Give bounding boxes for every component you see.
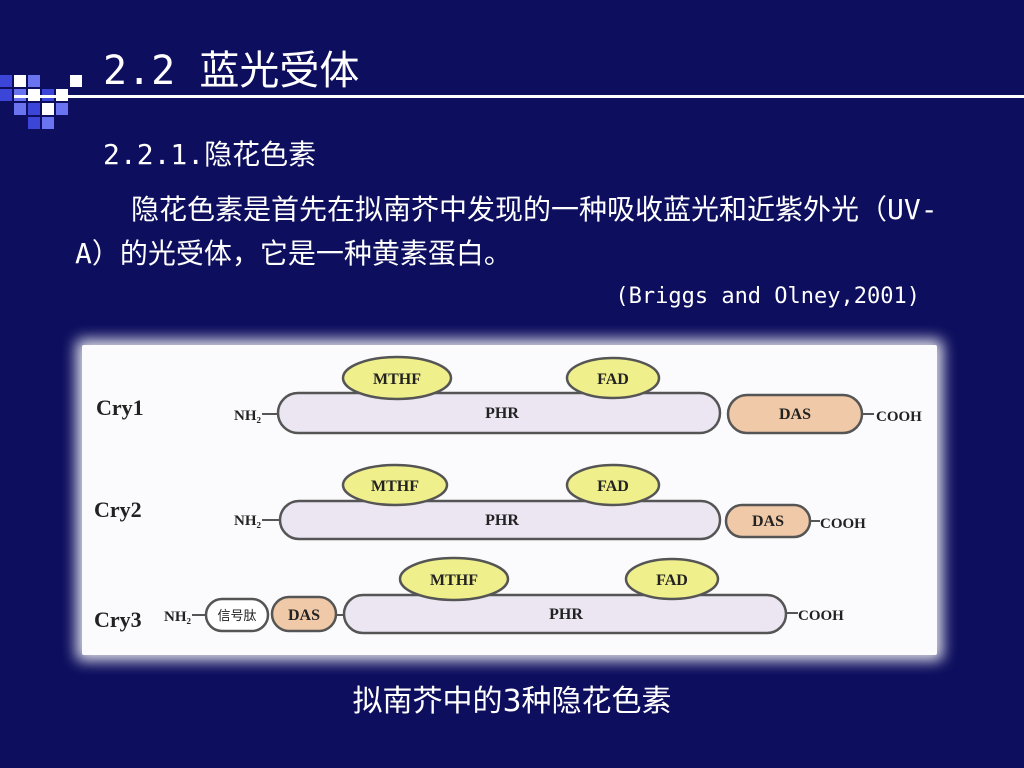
signal-peptide xyxy=(204,597,270,633)
fad-cofactor xyxy=(624,557,720,601)
cry2-row: Cry2 NH₂ PHR DAS COOH MTHF FAD xyxy=(94,463,866,541)
mthf-cofactor xyxy=(341,463,449,507)
fad-cofactor xyxy=(565,356,661,400)
cry3-row: Cry3 NH₂ 信号肽 DAS PHR COOH MTHF FAD xyxy=(94,556,844,635)
domain-label: PHR xyxy=(485,405,519,422)
fad-cofactor xyxy=(565,463,661,507)
c-terminus: COOH xyxy=(820,516,866,532)
domain-label: DAS xyxy=(779,406,811,423)
cofactor-label: MTHF xyxy=(371,478,419,495)
section-heading: 2.2.1.隐花色素 xyxy=(103,138,317,171)
row-label: Cry1 xyxy=(96,395,144,420)
c-terminus: COOH xyxy=(876,409,922,425)
c-terminus: COOH xyxy=(798,608,844,624)
mthf-cofactor xyxy=(398,556,510,602)
n-terminus: NH₂ xyxy=(234,408,262,424)
cofactor-label: FAD xyxy=(597,371,629,388)
domain-label: PHR xyxy=(485,512,519,529)
cryptochrome-figure: .lbl { font-family: "Liberation Serif", … xyxy=(82,345,937,655)
row-label: Cry2 xyxy=(94,497,142,522)
cofactor-label: MTHF xyxy=(373,371,421,388)
citation: (Briggs and Olney,2001) xyxy=(615,284,920,309)
figure-caption: 拟南芥中的3种隐花色素 xyxy=(352,684,672,719)
slide-title: 2.2 蓝光受体 xyxy=(103,48,360,94)
domain-label: PHR xyxy=(549,606,583,623)
row-label: Cry3 xyxy=(94,607,142,632)
phr-domain xyxy=(278,499,722,541)
title-divider xyxy=(14,95,1024,98)
cofactor-label: FAD xyxy=(597,478,629,495)
n-terminus: NH₂ xyxy=(164,609,192,625)
body-paragraph: 隐花色素是首先在拟南芥中发现的一种吸收蓝光和近紫外光（UV-A）的光受体，它是一… xyxy=(75,193,938,270)
domain-diagram: .lbl { font-family: "Liberation Serif", … xyxy=(94,355,922,635)
cofactor-label: FAD xyxy=(656,572,688,589)
cofactor-label: MTHF xyxy=(430,572,478,589)
n-terminus: NH₂ xyxy=(234,513,262,529)
mthf-cofactor xyxy=(341,355,453,401)
domain-label: DAS xyxy=(752,513,784,530)
domain-label: DAS xyxy=(288,607,320,624)
phr-domain xyxy=(276,391,722,435)
cry1-row: Cry1 NH₂ PHR DAS COOH MTHF FAD xyxy=(96,355,922,435)
signal-label: 信号肽 xyxy=(217,609,256,624)
